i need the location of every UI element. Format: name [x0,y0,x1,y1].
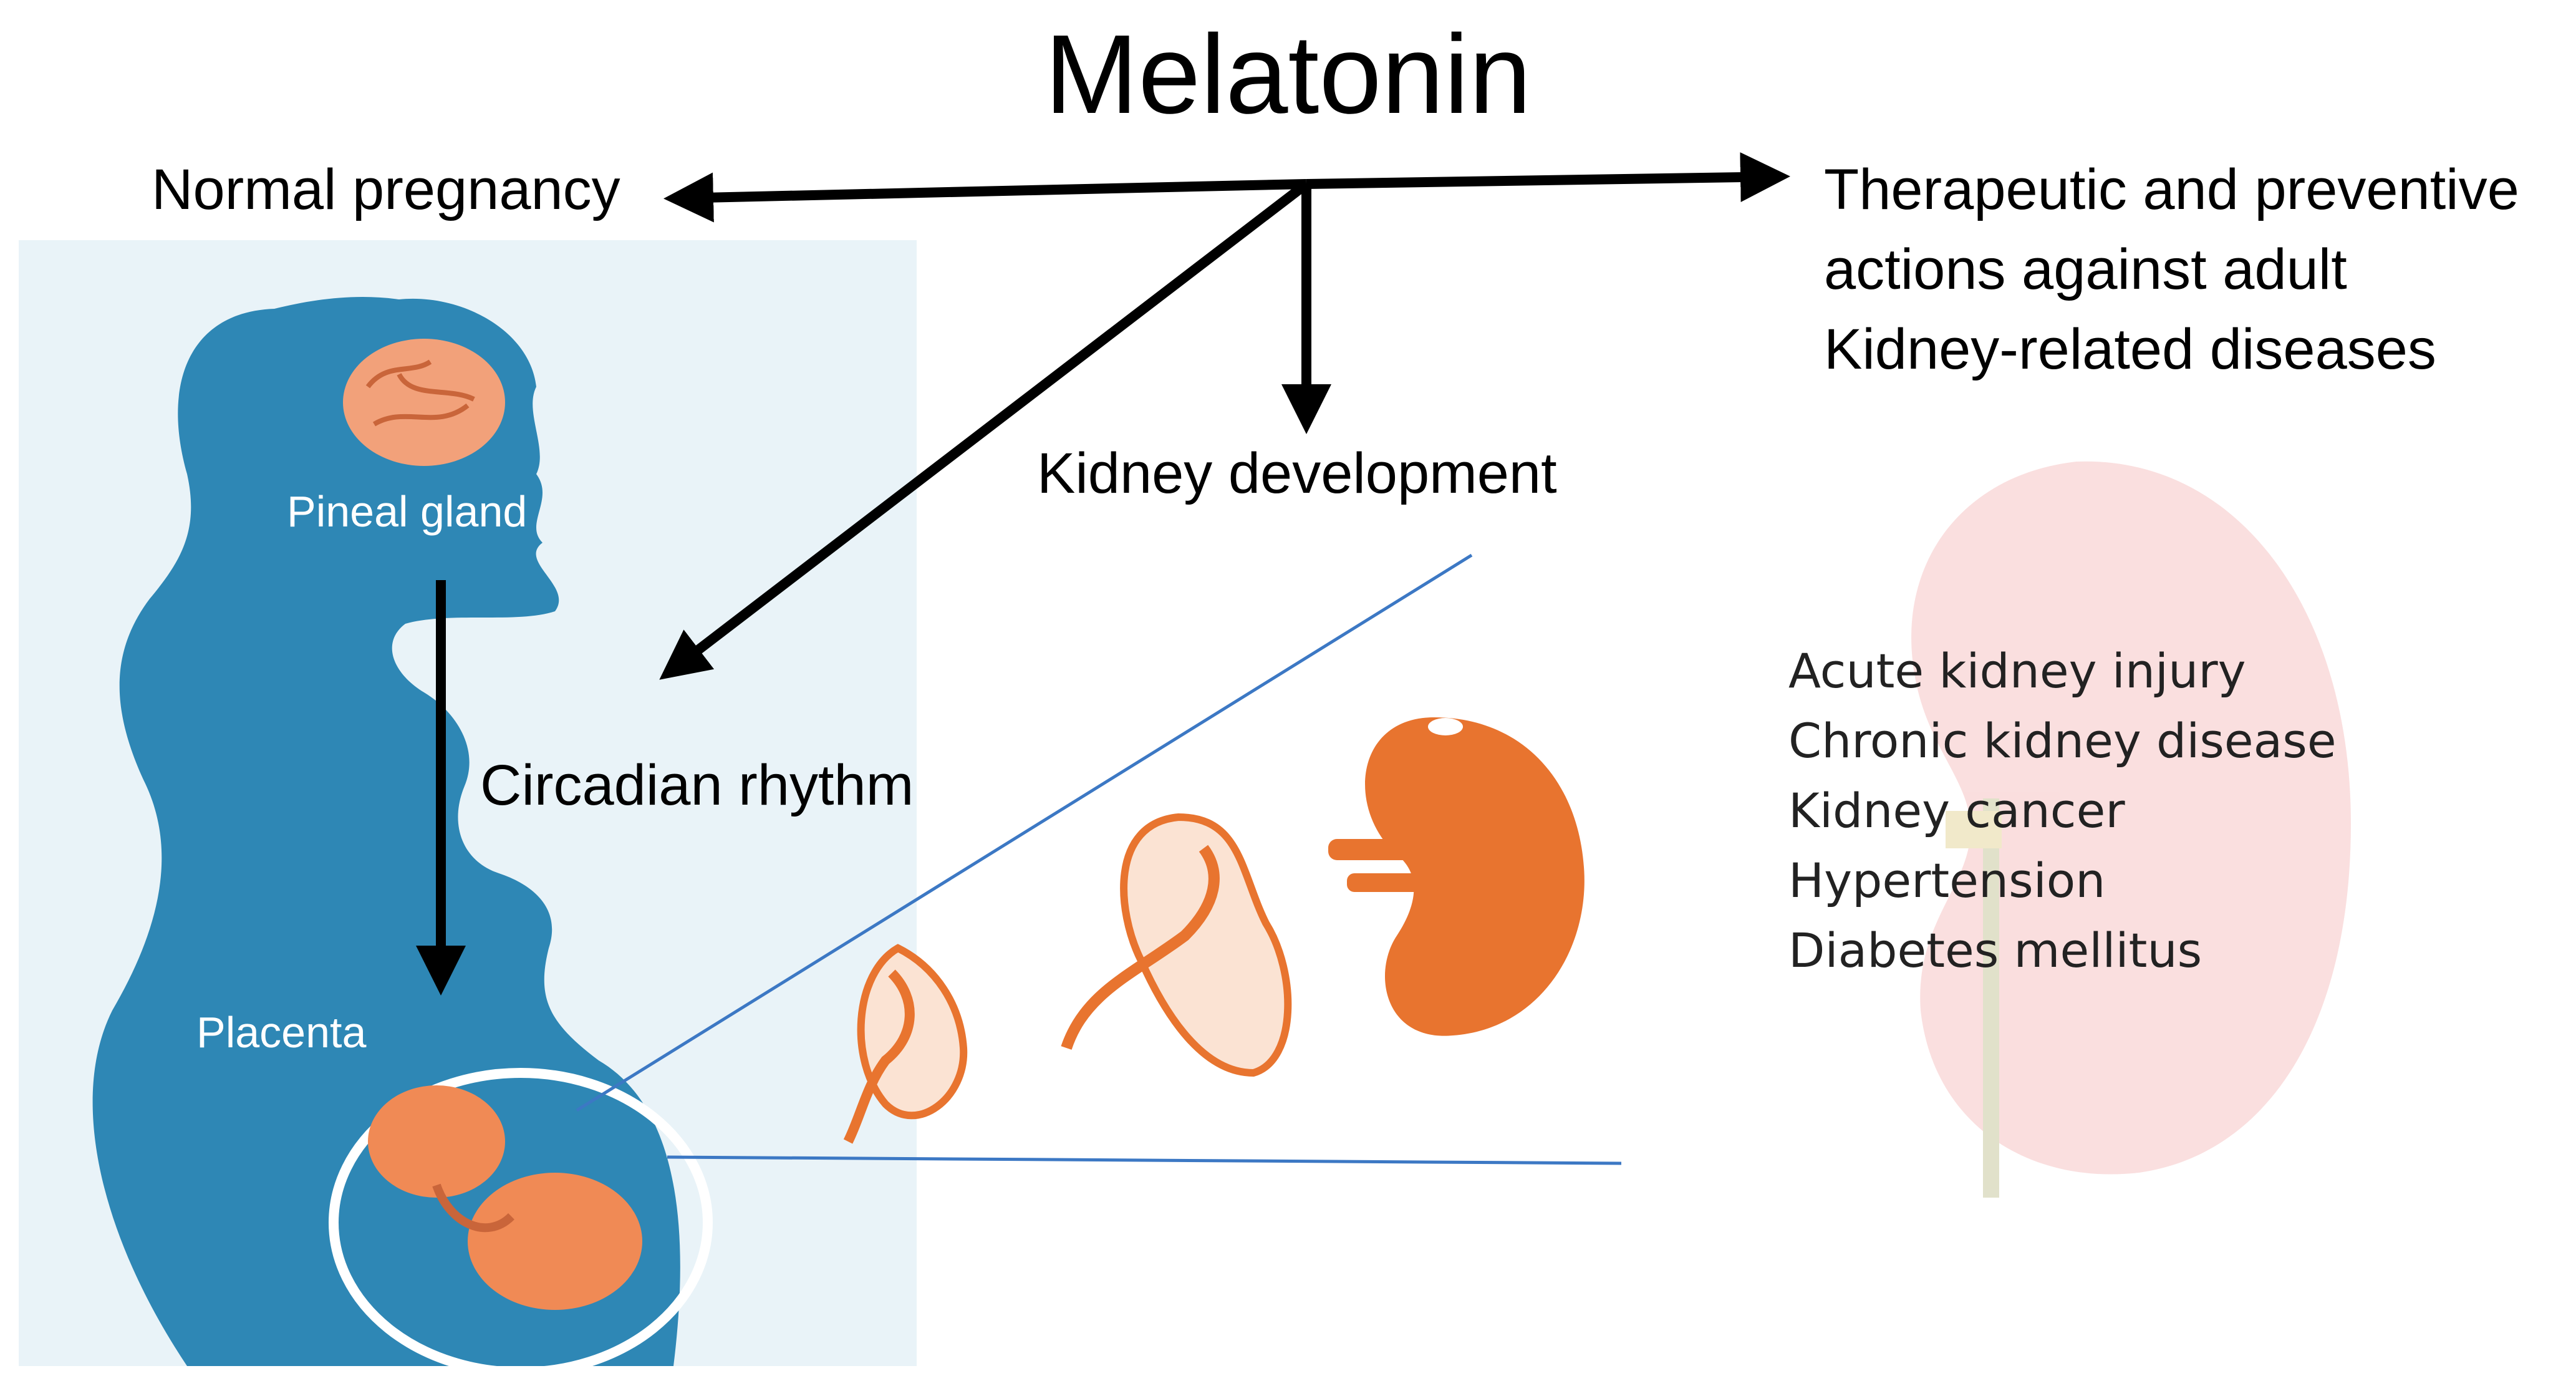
placenta-label: Placenta [196,1008,367,1057]
zoom-line-lower [667,1155,1622,1165]
kidney-stage-2-icon [1061,813,1292,1077]
arrow-circadian-rhythm [659,180,1310,680]
kidney-stage-1-icon [843,944,968,1144]
therapeutic-label-line-3: Kidney-related diseases [1824,317,2436,381]
zoom-line-upper [576,553,1473,1112]
page-title: Melatonin [1044,12,1532,137]
faded-kidney-icon [1911,461,2351,1198]
kidney-stage-3-icon [1328,717,1585,1036]
brain-icon [343,339,505,466]
arrow-therapeutic [1306,152,1790,203]
disease-item: Hypertension [1788,853,2106,908]
arrow-normal-pregnancy [663,172,1307,223]
fetus-icon [329,1068,713,1377]
disease-item: Acute kidney injury [1788,643,2246,699]
therapeutic-label-line-1: Therapeutic and preventive [1824,158,2519,221]
normal-pregnancy-label: Normal pregnancy [152,158,620,221]
woman-silhouette-icon [92,296,680,1366]
disease-list: Acute kidney injury Chronic kidney disea… [1788,636,2337,986]
disease-item: Chronic kidney disease [1788,713,2337,768]
therapeutic-label-line-2: actions against adult [1824,238,2347,301]
disease-item: Kidney cancer [1788,783,2125,838]
disease-item: Diabetes mellitus [1788,923,2202,978]
circadian-rhythm-label: Circadian rhythm [480,754,914,817]
kidney-development-label: Kidney development [1037,442,1557,505]
pineal-gland-label: Pineal gland [287,487,528,536]
